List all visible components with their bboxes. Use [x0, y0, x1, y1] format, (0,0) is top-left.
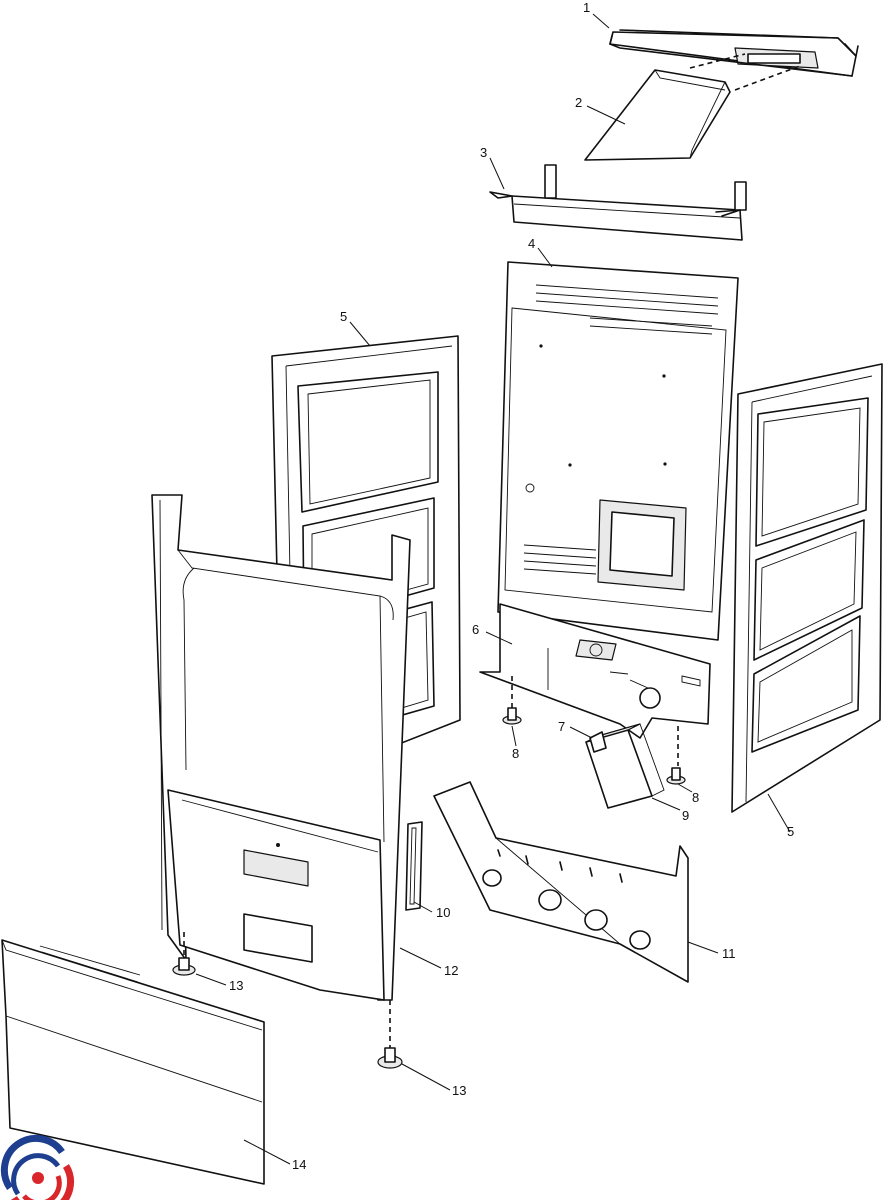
part-10-side-strip: [405, 821, 423, 911]
callout-13-left: 13: [229, 978, 243, 993]
part-1-top-bracket: [609, 29, 859, 77]
callout-5-left: 5: [340, 309, 347, 324]
callouts: 1 2 3 4 5 5 6 7 8 8 9 10 11 12 13 13 14: [229, 0, 794, 1172]
part-4-rear-panel: [497, 261, 739, 641]
part-14-kick-plate: [1, 939, 265, 1185]
leader-lines: [195, 13, 791, 1165]
part-7-terminal: [589, 731, 607, 753]
callout-4: 4: [528, 236, 535, 251]
callout-13-right: 13: [452, 1083, 466, 1098]
part-13-front-foot-left: [172, 932, 196, 976]
part-3-mounting-rail: [489, 164, 747, 241]
part-2-flue-duct: [584, 53, 801, 161]
callout-2: 2: [575, 95, 582, 110]
callout-3: 3: [480, 145, 487, 160]
part-8-rear-foot-right: [666, 726, 686, 785]
callout-5-right: 5: [787, 824, 794, 839]
part-6-base-tray: [479, 603, 711, 739]
callout-1: 1: [583, 0, 590, 15]
callout-8-right: 8: [692, 790, 699, 805]
part-13-front-foot-right: [377, 1000, 403, 1069]
callout-10: 10: [436, 905, 450, 920]
callout-6: 6: [472, 622, 479, 637]
callout-7: 7: [558, 719, 565, 734]
part-8-rear-foot-left: [502, 676, 522, 725]
callout-14: 14: [292, 1157, 306, 1172]
part-11-heat-shield: [433, 781, 689, 983]
callout-8-left: 8: [512, 746, 519, 761]
part-5-side-panel-right: [731, 363, 883, 813]
part-12-front-frame: [151, 494, 411, 1001]
callout-12: 12: [444, 963, 458, 978]
brand-swirl-logo: [0, 1134, 74, 1200]
callout-11: 11: [722, 946, 736, 961]
callout-9: 9: [682, 808, 689, 823]
